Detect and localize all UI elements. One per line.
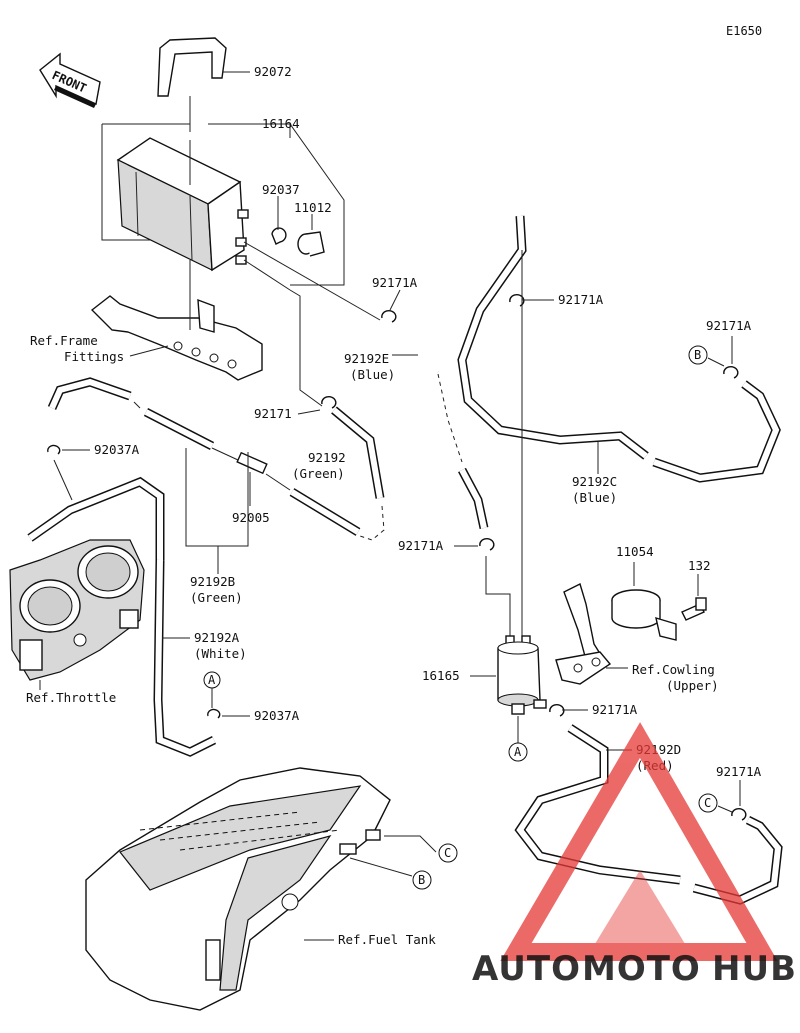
cap-11012 [297, 231, 325, 257]
watermark-moto: MOTO [582, 949, 701, 989]
callout-c-2: C [444, 846, 451, 860]
part-11012: 11012 [294, 200, 332, 215]
part-92171a-1: 92171A [372, 275, 418, 290]
hose-92192c [457, 215, 781, 483]
ref-frame-line2: Fittings [64, 349, 124, 364]
part-92171a-3: 92171A [706, 318, 752, 333]
part-92037: 92037 [262, 182, 300, 197]
ref-cowling-line2: (Upper) [666, 678, 719, 693]
watermark-auto: AUTO [472, 949, 581, 989]
throttle-body [9, 476, 165, 681]
part-92005: 92005 [232, 510, 270, 525]
clamp-92171a-4 [479, 537, 495, 551]
cowling-bracket [555, 583, 612, 685]
band-11054 [611, 589, 677, 641]
clamp-92171a-6 [731, 807, 747, 821]
watermark-logo [500, 722, 778, 961]
ref-frame-line1: Ref.Frame [30, 333, 98, 348]
part-92171a-2: 92171A [558, 292, 604, 307]
clamp-92171a-2 [509, 293, 525, 307]
fuel-tank [85, 767, 391, 1011]
part-92192b: 92192B [190, 574, 235, 589]
callout-a-2: A [514, 745, 522, 759]
part-16165: 16165 [422, 668, 460, 683]
fuel-filter [497, 635, 547, 715]
charcoal-canister [116, 137, 249, 272]
part-92037a-2: 92037A [254, 708, 300, 723]
part-92171a-5: 92171A [592, 702, 638, 717]
diagram-code: E1650 [726, 24, 762, 38]
part-16164: 16164 [262, 116, 300, 131]
clamp-92171 [321, 395, 337, 409]
part-92171: 92171 [254, 406, 292, 421]
part-92192e: 92192E [344, 351, 389, 366]
clamp-92037 [271, 227, 287, 245]
hose-92192b [47, 377, 361, 536]
part-132: 132 [688, 558, 711, 573]
clamp-92037a-2 [207, 708, 221, 719]
ref-cowling-line1: Ref.Cowling [632, 662, 715, 677]
part-92192e-color: (Blue) [350, 367, 395, 382]
part-92171a-4: 92171A [398, 538, 444, 553]
front-arrow: FRONT [39, 52, 101, 108]
clamp-92037a-1 [47, 444, 61, 455]
clamp-92171a-1 [381, 309, 397, 323]
watermark-text: AUTO MOTO HUB [472, 949, 797, 989]
part-11054: 11054 [616, 544, 654, 559]
clamp-92171a-5 [549, 703, 565, 717]
part-92192a-color: (White) [194, 646, 247, 661]
callout-b-1: B [694, 348, 701, 362]
part-92072: 92072 [254, 64, 292, 79]
part-92192c: 92192C [572, 474, 617, 489]
part-92192b-color: (Green) [190, 590, 243, 605]
clamp-92171a-3 [723, 365, 739, 379]
callout-a-1: A [208, 673, 216, 687]
part-92192: 92192 [308, 450, 346, 465]
frame-fittings-bracket [90, 295, 263, 381]
part-92192-color: (Green) [292, 466, 345, 481]
part-92192a: 92192A [194, 630, 240, 645]
callout-c-1: C [704, 796, 711, 810]
callout-b-2: B [418, 873, 425, 887]
ref-fuel-tank: Ref.Fuel Tank [338, 932, 436, 947]
ref-throttle: Ref.Throttle [26, 690, 116, 705]
part-92171a-6: 92171A [716, 764, 762, 779]
bolt-132 [681, 597, 707, 621]
watermark-hub: HUB [712, 949, 797, 989]
part-92037a-1: 92037A [94, 442, 140, 457]
canister-strap [157, 37, 227, 97]
part-92192c-color: (Blue) [572, 490, 617, 505]
